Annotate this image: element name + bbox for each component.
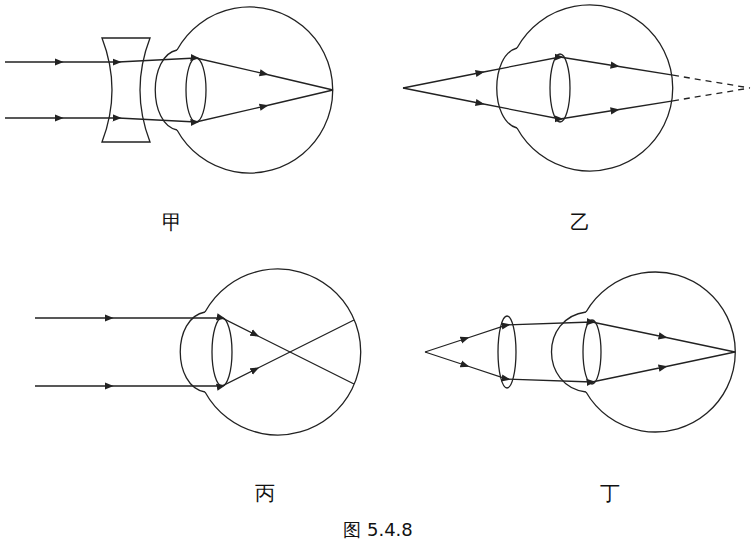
eye-a (5, 7, 333, 173)
figure-caption: 图 5.4.8 (343, 520, 413, 540)
figure-label: 丁 (600, 482, 620, 504)
eye-d (425, 272, 735, 432)
figure-label: 甲 (162, 211, 182, 233)
eye-c (35, 269, 361, 435)
eye-b (403, 5, 750, 171)
concave-lens (102, 38, 150, 142)
figure-label: 乙 (570, 211, 590, 233)
figure-label: 丙 (255, 482, 275, 504)
